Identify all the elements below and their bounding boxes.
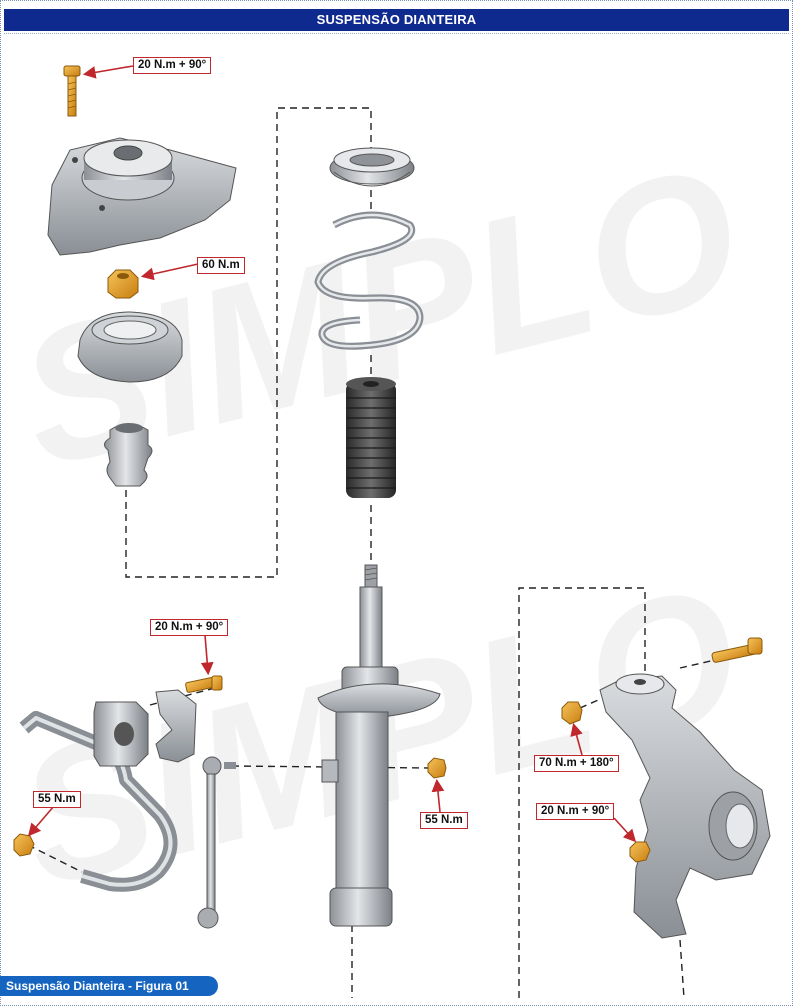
stabilizer-link-nut: [427, 757, 447, 779]
bump-stop: [104, 423, 153, 487]
stabilizer-bushing: [93, 701, 149, 767]
dust-boot: [346, 377, 396, 498]
title-divider: [4, 33, 789, 34]
strut-bearing: [77, 311, 183, 383]
knuckle-pinch-bolt-nut: [629, 841, 651, 863]
torque-label-knuckle-nut: 70 N.m + 180°: [534, 755, 619, 772]
torque-label-stab-bar-nut: 55 N.m: [33, 791, 81, 808]
torque-label-knuckle-bolt: 20 N.m + 90°: [536, 803, 615, 820]
steering-knuckle: [599, 673, 771, 939]
stabilizer-bar-nut: [13, 833, 35, 857]
knuckle-bolt: [711, 637, 763, 663]
torque-label-top-bolt: 20 N.m + 90°: [133, 57, 212, 74]
top-mount-bolt: [63, 65, 81, 117]
stabilizer-bracket-bolt: [185, 675, 223, 693]
top-mount-nut: [107, 269, 139, 299]
strut-top-mount: [47, 137, 237, 256]
shock-absorber: [317, 564, 441, 927]
label-leaders: [27, 65, 637, 843]
stabilizer-bracket: [155, 689, 197, 763]
spring-upper-seat: [329, 147, 415, 187]
torque-label-top-nut: 60 N.m: [197, 257, 245, 274]
figure-caption: Suspensão Dianteira - Figura 01: [0, 976, 218, 996]
coil-spring-highlight: [316, 213, 422, 348]
torque-label-link-nut: 55 N.m: [420, 812, 468, 829]
torque-label-stab-bracket-bolt: 20 N.m + 90°: [150, 619, 229, 636]
stabilizer-link: [197, 756, 236, 929]
knuckle-nut: [561, 701, 583, 725]
page-title: SUSPENSÃO DIANTEIRA: [4, 9, 789, 31]
